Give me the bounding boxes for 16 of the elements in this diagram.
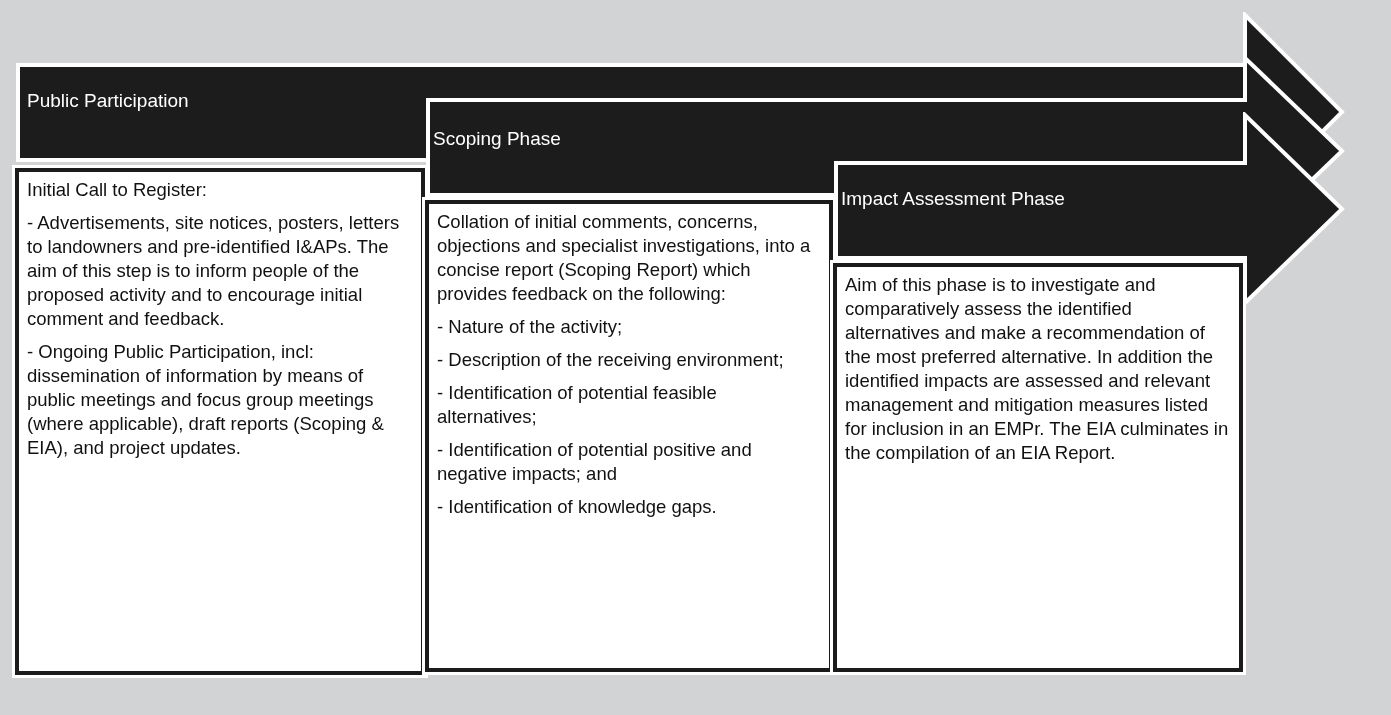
text-paragraph: - Identification of potential feasible alternatives;	[437, 381, 718, 429]
text-panel	[425, 200, 833, 672]
text-paragraph: Collation of initial comments, concerns, objections and specialist investigations, into a concise report (Scoping Report) which provides feedback on the following:	[437, 210, 812, 306]
text-paragraph: Aim of this phase is to investigate and comparatively assess the identified alternatives and make a recommendation of the most preferred alternative. In addition the identified impacts are assessed and relevant management and mitigation measures listed for inclusion in an EMPr. The EIA culminates in the compilation of an EIA Report.	[845, 273, 1230, 465]
text-paragraph: - Identification of knowledge gaps.	[437, 495, 718, 519]
phase-title: Public Participation	[27, 90, 189, 112]
text-paragraph: - Identification of potential positive and negative impacts; and	[437, 438, 753, 486]
phase-title: Impact Assessment Phase	[841, 188, 1065, 210]
phase-title: Scoping Phase	[433, 128, 561, 150]
text-paragraph: - Ongoing Public Participation, incl: dissemination of information by means of public meetings and focus group meetings (where applicable), draft reports (Scoping & EIA), and project updates.	[27, 340, 385, 460]
text-paragraph: - Nature of the activity;	[437, 315, 624, 339]
text-paragraph: - Advertisements, site notices, posters, letters to landowners and pre-identified I&APs. The aim of this step is to inform people of the proposed activity and to encourage initial comment and feedback.	[27, 211, 401, 331]
text-panel	[15, 168, 425, 675]
text-paragraph: - Description of the receiving environment;	[437, 348, 785, 372]
text-panel	[833, 263, 1243, 672]
text-paragraph: Initial Call to Register:	[27, 178, 208, 202]
